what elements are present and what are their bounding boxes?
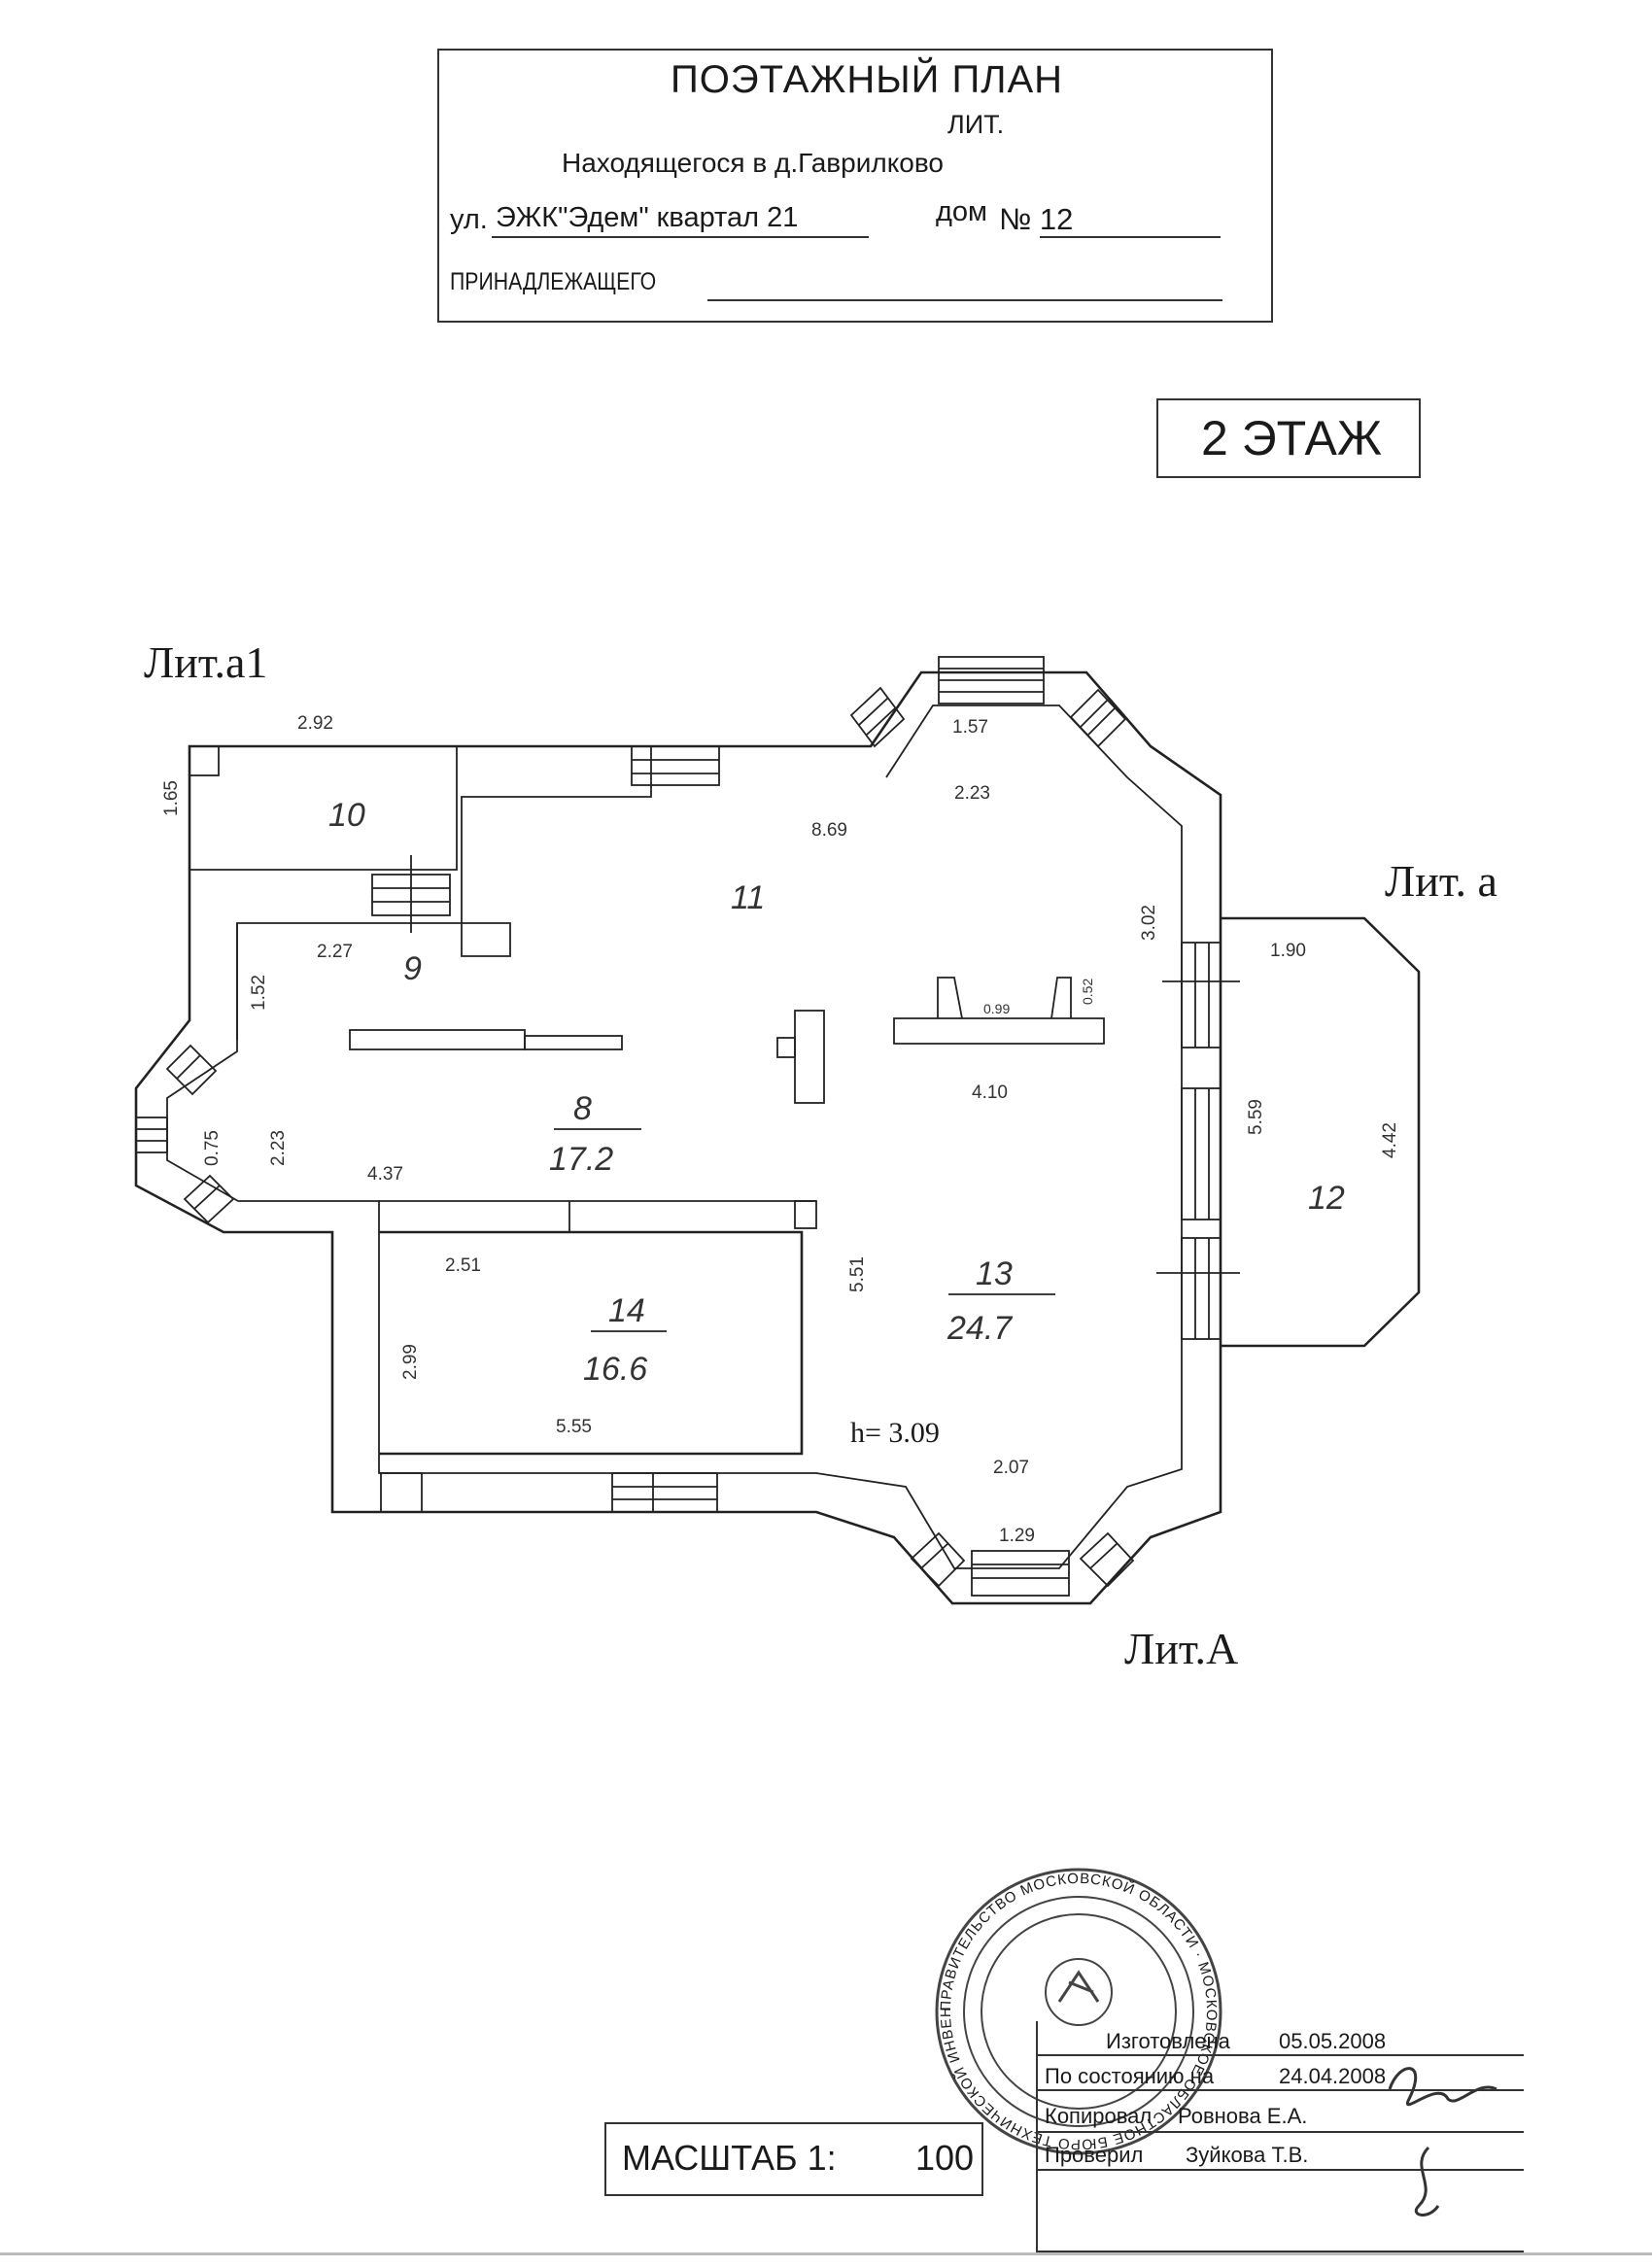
plan-title: ПОЭТАЖНЫЙ ПЛАН — [671, 58, 1064, 101]
dim-2-23-top: 2.23 — [954, 783, 990, 804]
dim-4-10: 4.10 — [972, 1082, 1008, 1103]
dim-0-75: 0.75 — [202, 1130, 223, 1166]
state-label: По состоянию на — [1045, 2064, 1215, 2088]
header-box — [437, 49, 1273, 323]
dim-5-55: 5.55 — [556, 1417, 592, 1437]
house-number: № 12 — [999, 202, 1074, 236]
window-top — [938, 656, 1045, 704]
dim-1-52: 1.52 — [249, 975, 269, 1011]
dim-1-90: 1.90 — [1270, 941, 1306, 961]
copied-label: Копировал — [1045, 2104, 1153, 2128]
location-line: Находящегося в д.Гаврилково — [562, 148, 944, 178]
scale-label: МАСШТАБ 1: — [622, 2138, 837, 2178]
lit-a-label: Лит. а — [1385, 856, 1497, 906]
stair-10-9 — [371, 855, 451, 933]
state-row-line — [1038, 2089, 1524, 2091]
house-underline — [1040, 236, 1221, 238]
street-value: ЭЖК"Эдем" квартал 21 — [496, 202, 799, 233]
dim-2-07: 2.07 — [993, 1458, 1029, 1478]
windows-left — [135, 1044, 235, 1224]
checked-label: Проверил — [1045, 2143, 1144, 2167]
house-label: дом — [936, 196, 987, 227]
copied-name: Ровнова Е.А. — [1178, 2104, 1308, 2128]
official-seal: ПРАВИТЕЛЬСТВО МОСКОВСКОЙ ОБЛАСТИ · МОСКО… — [933, 1866, 1222, 2155]
made-row-line — [1038, 2054, 1524, 2056]
room-12-number: 12 — [1308, 1180, 1345, 1217]
page-bottom-edge — [0, 2252, 1652, 2255]
windows-right — [1156, 942, 1240, 1340]
dim-1-57: 1.57 — [952, 717, 988, 738]
lit-A-label: Лит.А — [1124, 1624, 1239, 1673]
room-8-area: 17.2 — [549, 1141, 613, 1178]
dim-5-51: 5.51 — [847, 1256, 868, 1292]
room-14-number: 14 — [608, 1292, 645, 1329]
state-date: 24.04.2008 — [1279, 2064, 1387, 2088]
owner-underline — [707, 299, 1222, 301]
room-9-number: 9 — [403, 950, 422, 987]
street-prefix: ул. — [450, 204, 488, 235]
checked-name: Зуйкова Т.В. — [1186, 2143, 1309, 2167]
dim-0-52: 0.52 — [1080, 979, 1095, 1005]
room-10-number: 10 — [328, 797, 365, 834]
lit-a1-label: Лит.а1 — [144, 637, 268, 687]
checked-row-line — [1038, 2169, 1524, 2171]
dim-3-02: 3.02 — [1139, 905, 1159, 941]
floor-label-box — [1156, 398, 1421, 478]
dim-5-59: 5.59 — [1246, 1099, 1266, 1135]
windows-bottom — [380, 1472, 1135, 1597]
dim-8-69: 8.69 — [811, 820, 847, 841]
dim-2-92: 2.92 — [297, 713, 333, 734]
room-14-area: 16.6 — [583, 1351, 647, 1388]
copied-row-line — [1038, 2131, 1524, 2133]
made-date: 05.05.2008 — [1279, 2029, 1387, 2053]
dim-4-37: 4.37 — [367, 1164, 403, 1185]
dim-0-99: 0.99 — [983, 1001, 1010, 1016]
table-bottom-border — [1038, 2251, 1524, 2252]
lit-field-label: ЛИТ. — [947, 110, 1005, 139]
dim-2-51: 2.51 — [445, 1255, 481, 1276]
dim-2-99: 2.99 — [400, 1344, 421, 1380]
floor-label: 2 ЭТАЖ — [1201, 411, 1383, 465]
scale-value: 100 — [915, 2138, 975, 2178]
dim-1-65: 1.65 — [161, 780, 182, 816]
dim-2-27: 2.27 — [317, 942, 353, 962]
room-13-area: 24.7 — [946, 1310, 1013, 1347]
street-underline — [492, 236, 869, 238]
owner-label: ПРИНАДЛЕЖАЩЕГО — [450, 268, 657, 295]
room-11-number: 11 — [731, 879, 765, 916]
window-top-left — [849, 686, 906, 748]
dim-1-29: 1.29 — [999, 1526, 1035, 1546]
room-8-number: 8 — [573, 1090, 592, 1127]
height-label: h= 3.09 — [850, 1417, 940, 1449]
made-label: Изготовлена — [1106, 2029, 1230, 2053]
window-top-right — [1069, 688, 1127, 748]
dim-2-23-left: 2.23 — [268, 1130, 289, 1166]
dim-4-42: 4.42 — [1380, 1122, 1400, 1158]
signature — [1388, 2067, 1497, 2216]
table-left-border — [1036, 2021, 1038, 2254]
room-13-number: 13 — [976, 1255, 1013, 1292]
scale-box — [604, 2122, 983, 2196]
